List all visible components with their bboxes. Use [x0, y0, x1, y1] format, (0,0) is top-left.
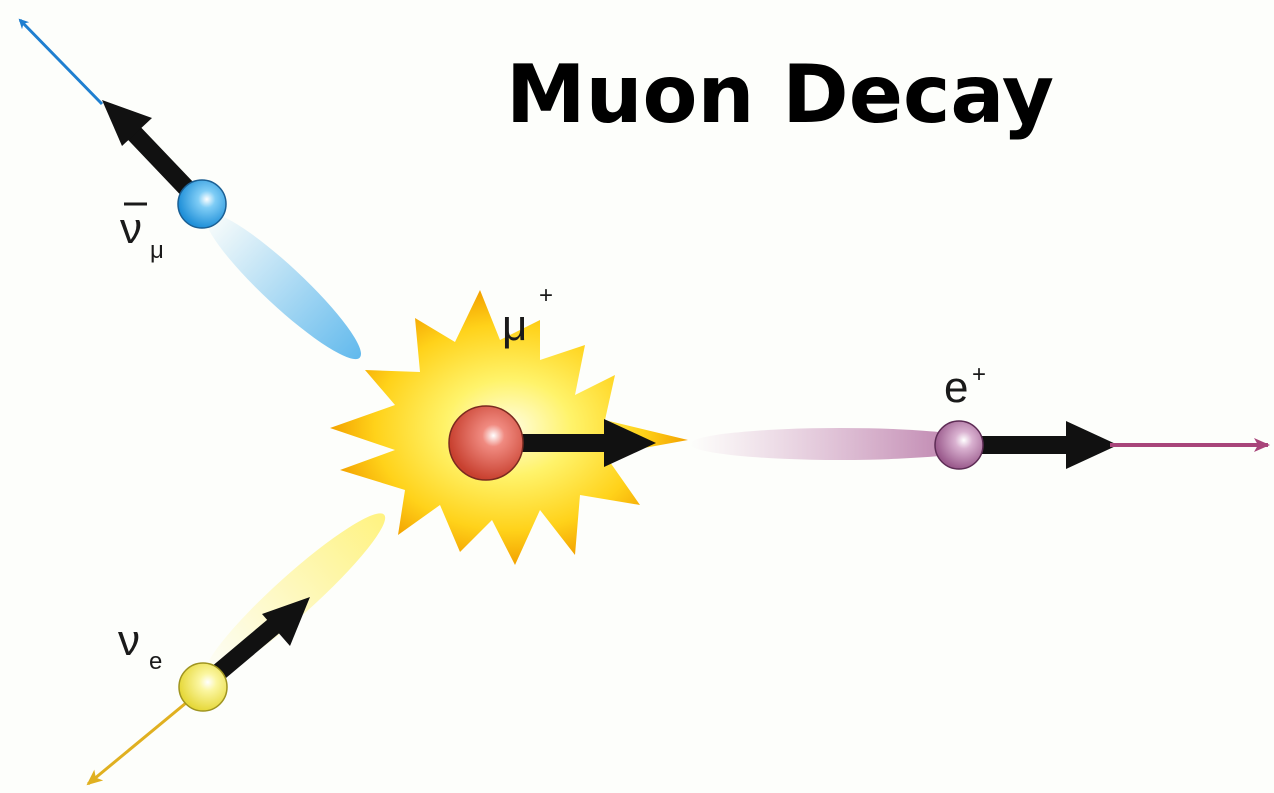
positron-label: e + [944, 361, 986, 412]
muon-antineutrino-label: ν μ [120, 202, 164, 264]
muon-antineutrino-track [18, 18, 361, 360]
svg-text:μ: μ [502, 301, 527, 350]
svg-text:+: + [539, 282, 553, 309]
diagram-title: Muon Decay [506, 48, 1054, 141]
electron-neutrino-label: ν e [118, 616, 162, 675]
muon-antineutrino-momentum-arrow [102, 100, 200, 202]
muon-label: μ + [502, 282, 553, 350]
muon-momentum-arrow [510, 419, 656, 467]
svg-text:μ: μ [150, 237, 164, 264]
svg-text:e: e [944, 363, 968, 412]
positron-trail [690, 428, 990, 460]
electron-neutrino-momentum-arrow [206, 597, 310, 685]
svg-text:ν: ν [120, 204, 142, 253]
electron-neutrino-particle [178, 662, 228, 712]
positron-momentum-arrow [980, 421, 1118, 469]
svg-text:+: + [972, 361, 986, 388]
svg-text:e: e [149, 648, 162, 675]
positron-particle [934, 420, 984, 470]
svg-text:ν: ν [118, 616, 140, 665]
muon-antineutrino-particle [177, 179, 227, 229]
muon-particle [448, 405, 524, 481]
